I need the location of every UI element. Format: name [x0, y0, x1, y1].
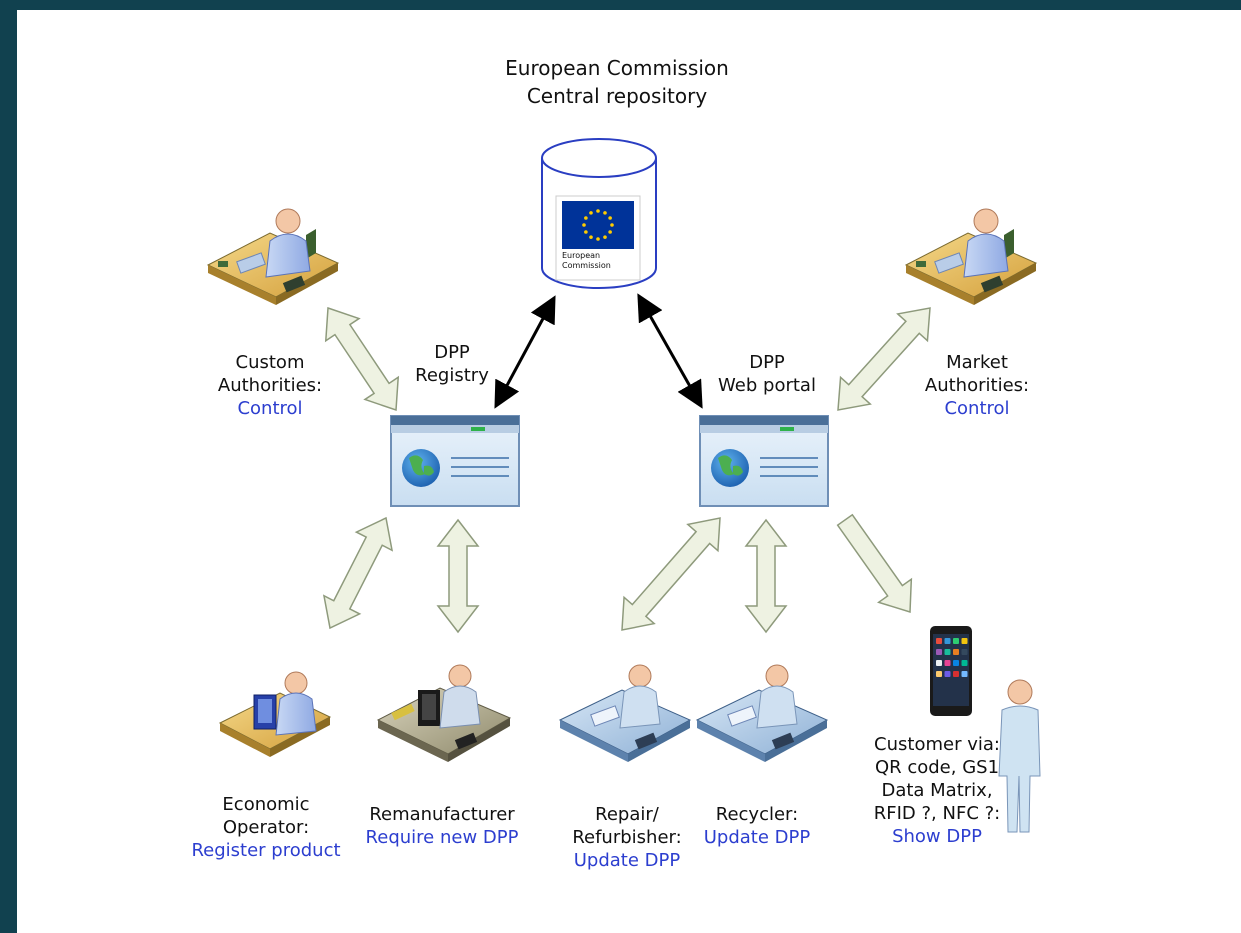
phone-app-icon — [953, 660, 959, 666]
portal-customer-arrow — [836, 513, 913, 614]
dpp-web-portal-line1: DPP — [749, 352, 785, 373]
phone-app-icon — [936, 638, 942, 644]
phone-app-icon — [953, 649, 959, 655]
remanufacturer-label: Remanufacturer Require new DPP — [357, 803, 527, 849]
customer-label: Customer via: QR code, GS1 Data Matrix, … — [862, 733, 1012, 848]
market-authorities-action: Control — [944, 398, 1010, 419]
economic-operator-line2: Operator: — [222, 817, 310, 838]
repair-action: Update DPP — [573, 850, 681, 871]
eu-star — [610, 223, 614, 227]
market-authorities-line1: Market — [946, 352, 1008, 373]
eu-star — [608, 230, 612, 234]
repository-title-line2: Central repository — [526, 84, 708, 108]
european-commission-logo — [555, 195, 641, 281]
eu-logo-caption: European Commission — [562, 251, 622, 271]
dpp-registry-label: DPP Registry — [402, 341, 502, 387]
custom-authorities-action: Control — [237, 398, 303, 419]
remanufacturer-line1: Remanufacturer — [369, 804, 515, 825]
economic-operator-line1: Economic — [222, 794, 310, 815]
phone-app-icon — [944, 649, 951, 655]
phone-app-icon — [953, 638, 959, 644]
eu-star — [584, 230, 588, 234]
portal-repository-arrow — [637, 293, 703, 409]
phone-app-icon — [944, 660, 951, 666]
registry-economic-operator-arrow — [322, 516, 394, 630]
dpp-web-portal-window — [699, 415, 829, 507]
economic-operator-label: Economic Operator: Register product — [181, 793, 351, 862]
phone-app-icon — [944, 638, 951, 644]
dpp-registry-line1: DPP — [434, 342, 470, 363]
custom-authorities-registry-arrow — [324, 306, 400, 412]
eu-star — [589, 211, 593, 215]
custom-authorities-line2: Authorities: — [217, 375, 323, 396]
phone-app-icon — [961, 671, 968, 677]
remanufacturer-desk-icon — [376, 664, 512, 762]
smartphone-icon — [930, 626, 972, 716]
remanufacturer-action: Require new DPP — [365, 827, 519, 848]
eu-star — [603, 211, 607, 215]
customer-line3: Data Matrix, — [881, 780, 993, 801]
phone-app-icon — [961, 638, 968, 644]
eu-star — [596, 237, 600, 241]
customer-line4: RFID ?, NFC ?: — [873, 803, 1001, 824]
eu-logo-caption-line2: Commission — [562, 261, 611, 270]
registry-remanufacturer-arrow — [436, 518, 480, 634]
dpp-web-portal-line2: Web portal — [718, 375, 816, 396]
repair-line2: Refurbisher: — [572, 827, 682, 848]
repair-line1: Repair/ — [595, 804, 659, 825]
phone-app-icon — [936, 671, 942, 677]
eu-star — [608, 216, 612, 220]
dpp-registry-window — [390, 415, 520, 507]
custom-authorities-label: Custom Authorities: Control — [210, 351, 330, 420]
phone-app-icon — [936, 660, 942, 666]
diagram-canvas: European Commission Central repository E… — [17, 10, 1241, 933]
recycler-line1: Recycler: — [715, 804, 799, 825]
phone-app-icon — [961, 660, 968, 666]
customer-line2: QR code, GS1 — [874, 757, 1000, 778]
market-authorities-desk-icon — [904, 208, 1038, 305]
customer-action: Show DPP — [892, 826, 982, 847]
phone-app-icon — [936, 649, 942, 655]
eu-logo-caption-line1: European — [562, 251, 601, 260]
economic-operator-action: Register product — [191, 840, 341, 861]
repository-title: European Commission Central repository — [457, 54, 777, 110]
customer-line1: Customer via: — [874, 734, 1000, 755]
market-authorities-label: Market Authorities: Control — [917, 351, 1037, 420]
recycler-label: Recycler: Update DPP — [697, 803, 817, 849]
custom-authorities-line1: Custom — [235, 352, 305, 373]
economic-operator-desk-icon — [218, 671, 332, 757]
repair-desk-icon — [558, 664, 692, 762]
market-authorities-portal-arrow — [837, 307, 931, 411]
eu-star — [584, 216, 588, 220]
repository-title-line1: European Commission — [505, 56, 729, 80]
portal-recycler-arrow — [744, 518, 788, 634]
dpp-web-portal-label: DPP Web portal — [707, 351, 827, 397]
dpp-registry-line2: Registry — [415, 365, 489, 386]
repair-label: Repair/ Refurbisher: Update DPP — [562, 803, 692, 872]
customer-person-icon — [998, 679, 1041, 833]
eu-star — [589, 235, 593, 239]
diagram-graphics — [206, 138, 1041, 833]
registry-repository-arrow — [494, 295, 556, 409]
portal-repair-arrow — [621, 517, 721, 631]
phone-app-icon — [944, 671, 951, 677]
phone-app-icon — [961, 649, 968, 655]
eu-star — [596, 209, 600, 213]
eu-star — [603, 235, 607, 239]
recycler-action: Update DPP — [703, 827, 811, 848]
custom-authorities-desk-icon — [206, 208, 340, 305]
phone-app-icon — [953, 671, 959, 677]
eu-star — [582, 223, 586, 227]
market-authorities-line2: Authorities: — [924, 375, 1030, 396]
recycler-desk-icon — [695, 664, 829, 762]
